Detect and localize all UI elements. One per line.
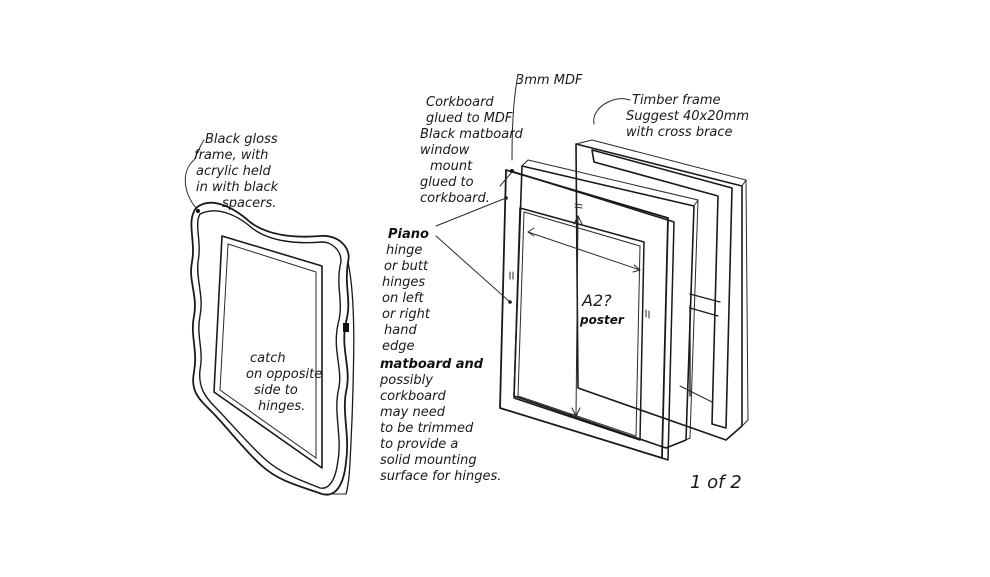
note-line: or right: [382, 307, 431, 322]
label-timber: Timber frame Suggest 40x20mm with cross …: [626, 93, 749, 140]
page-number: 1 of 2: [690, 472, 742, 493]
note-line: Timber frame: [632, 93, 721, 108]
note-line: edge: [382, 339, 415, 354]
label-hinge: Piano hinge or butt hinges on left or ri…: [382, 227, 431, 354]
label-mdf: 3mm MDF: [516, 73, 583, 88]
label-corkboard: Corkboard glued to MDF Black matboard wi…: [420, 95, 524, 206]
timber-frame: [575, 98, 749, 441]
note-line: Black gloss: [205, 132, 278, 147]
note-line: catch: [250, 351, 286, 366]
note-line: to provide a: [380, 437, 458, 452]
label-matboard: matboard and possibly corkboard may need…: [379, 357, 501, 484]
note-line: hinges: [382, 275, 425, 290]
catch-marker: [343, 323, 349, 332]
note-line: to be trimmed: [380, 421, 474, 436]
note-line: on opposite: [246, 367, 322, 382]
note-line: or butt: [384, 259, 429, 274]
note-line: Suggest 40x20mm: [626, 109, 749, 124]
note-line: 3mm MDF: [516, 73, 583, 88]
note-line: frame, with: [194, 148, 268, 163]
note-line: on left: [382, 291, 425, 306]
note-line: surface for hinges.: [380, 469, 501, 484]
note-line: spacers.: [222, 196, 276, 211]
label-poster: A2? poster: [579, 291, 625, 327]
note-line: possibly: [379, 373, 433, 388]
page-number-label: 1 of 2: [690, 472, 742, 493]
note-line: corkboard.: [420, 191, 490, 206]
label-black-frame: Black gloss frame, with acrylic held in …: [194, 132, 279, 211]
note-line: glued to: [420, 175, 474, 190]
note-line: mount: [430, 159, 473, 174]
note-line: with cross brace: [626, 125, 733, 140]
note-line: Piano: [388, 227, 429, 242]
note-line: Corkboard: [426, 95, 494, 110]
note-line: hand: [384, 323, 417, 338]
note-line: A2?: [581, 291, 612, 310]
note-line: side to: [254, 383, 298, 398]
note-line: may need: [380, 405, 446, 420]
note-line: Black matboard: [420, 127, 524, 142]
note-line: corkboard: [380, 389, 446, 404]
black-gloss-frame: [184, 139, 355, 496]
matboard-panel: [435, 169, 675, 461]
label-catch: catch on opposite side to hinges.: [246, 351, 322, 414]
note-line: acrylic held: [196, 164, 272, 179]
note-line: window: [420, 143, 470, 158]
note-line: solid mounting: [380, 453, 477, 468]
note-line: hinges.: [258, 399, 305, 414]
note-line: in with black: [196, 180, 279, 195]
note-line: poster: [579, 313, 625, 327]
note-line: matboard and: [380, 357, 484, 372]
note-line: glued to MDF: [426, 111, 513, 126]
note-line: hinge: [386, 243, 422, 258]
